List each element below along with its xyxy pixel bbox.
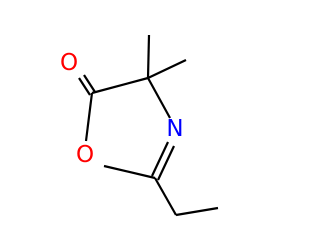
bond-c4-n3 [147,77,171,119]
carbonyl-double-bond-line-2 [83,74,96,93]
atom-label-carbonyl-oxygen: O [60,50,78,76]
bond-c4-methyl-2 [147,59,187,79]
atom-label-ring-oxygen: O [76,142,94,168]
bond-n3-c2-double-line-1 [151,141,169,177]
bond-c2-ethyl [154,177,177,216]
bonds [78,34,219,217]
bond-o1-c5 [84,92,94,142]
carbonyl-double-bond-line-1 [78,77,91,96]
bond-c5-c4 [91,76,149,95]
atom-label-ring-nitrogen: N [166,116,183,142]
atom-labels: O N O [60,50,184,168]
bond-c4-methyl-1 [146,34,151,79]
bond-n3-c2-double-line-2 [157,145,175,181]
bond-ethyl-methyl [175,206,219,217]
molecule-structure: O N O [60,34,219,217]
bond-c2-o1 [103,164,156,180]
